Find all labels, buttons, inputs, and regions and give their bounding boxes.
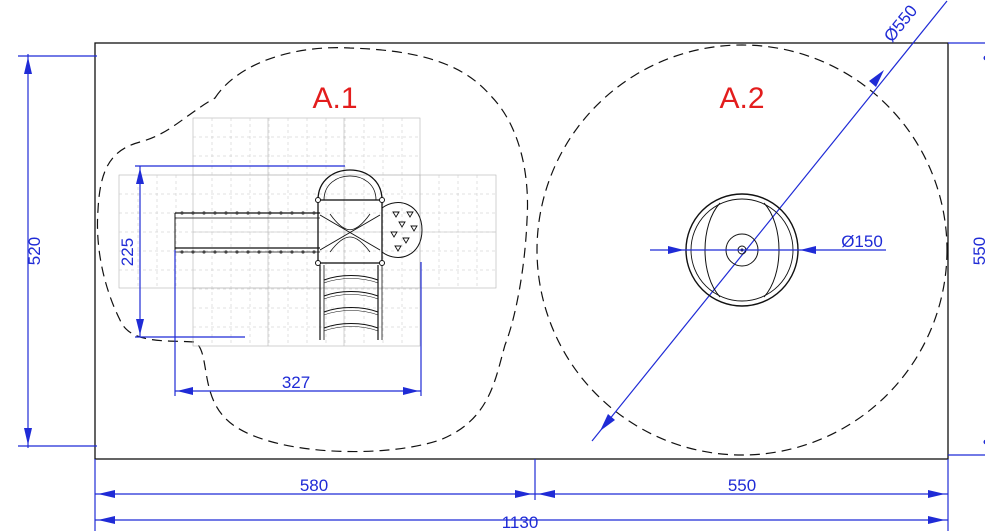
dimension-equipment-width-label: 327 (282, 373, 310, 392)
dimension-bottom: 580 550 1130 (94, 459, 949, 531)
dimension-equipment-depth: 225 (118, 165, 345, 338)
dimension-diameter-550-label: Ø550 (880, 1, 921, 45)
play-equipment-a1 (174, 169, 423, 340)
area-label-a1: A.1 (312, 82, 357, 115)
dimension-diameter-550: Ø550 (591, 0, 948, 442)
dimension-left-width-label: 580 (300, 476, 328, 495)
safety-zone-a1 (96, 47, 529, 453)
dimension-right-width-label: 550 (728, 476, 756, 495)
dimension-left-height-label: 520 (25, 237, 44, 265)
dimension-total-width-label: 1130 (502, 513, 539, 531)
dimension-diameter-150: Ø150 (650, 232, 886, 254)
safety-zone-a2 (536, 44, 948, 456)
dimension-right-height: 550 (948, 42, 985, 456)
plot-boundary (94, 42, 949, 460)
dimension-equipment-width: 327 (174, 250, 422, 396)
area-label-a2: A.2 (719, 82, 764, 115)
dimension-right-height-label: 550 (970, 237, 985, 265)
dimension-left-height: 520 (18, 54, 97, 448)
dimension-equipment-depth-label: 225 (118, 238, 137, 266)
surface-grid (118, 117, 497, 347)
dimension-diameter-150-label: Ø150 (841, 232, 883, 251)
